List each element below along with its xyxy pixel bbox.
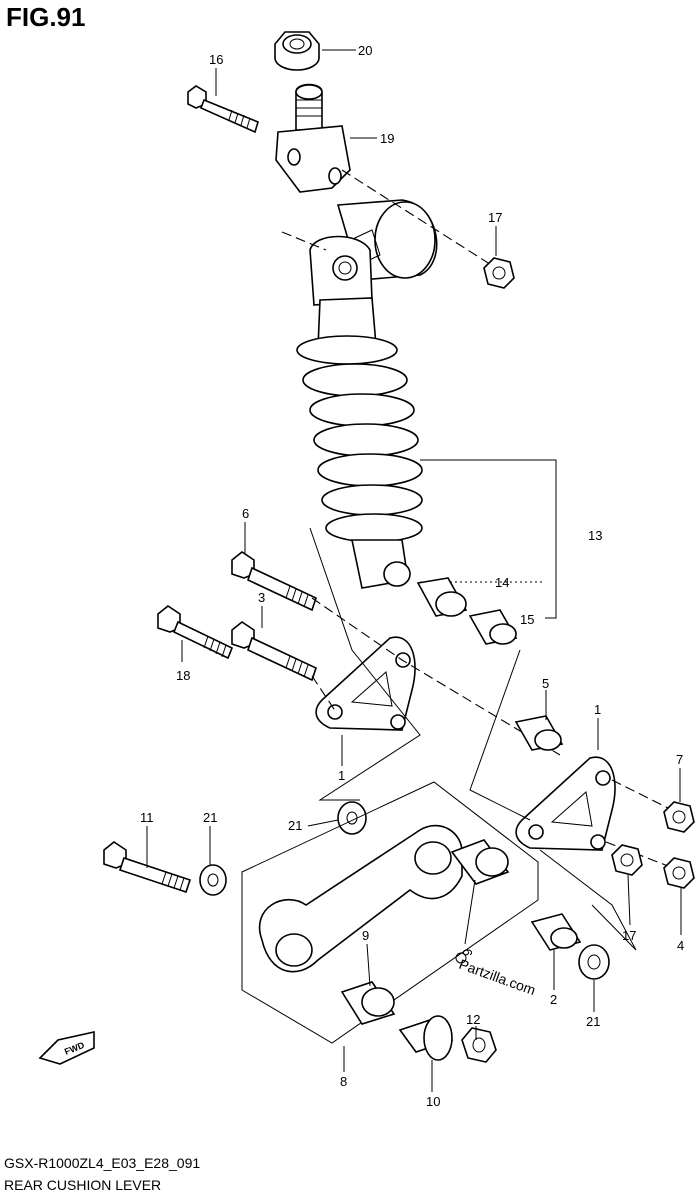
callout-4: 4 [677,938,684,953]
callout-20: 20 [358,43,372,58]
callout-7: 7 [676,752,683,767]
callout-3: 3 [258,590,265,605]
callout-16: 16 [209,52,223,67]
bushing-14[interactable] [416,577,468,617]
callout-15: 15 [520,612,534,627]
callout-21-right: 21 [586,1014,600,1029]
guide-line [311,675,337,713]
shock-spring[interactable] [296,335,423,543]
link-arm-8[interactable] [258,824,463,973]
shock-top-eye[interactable] [309,235,377,349]
collar-5[interactable] [514,715,564,751]
nut-20[interactable] [274,31,320,71]
callout-9-right: 9 [460,949,475,956]
bolt-11[interactable] [103,841,192,894]
callout-17-lower: 17 [622,928,636,943]
callout-17: 17 [488,210,502,225]
washer-21-left[interactable] [199,864,227,896]
guide-line [611,779,669,809]
nut-4[interactable] [663,857,695,889]
washer-21-right[interactable] [578,944,610,980]
callout-13: 13 [588,528,602,543]
link-outline-8 [241,781,539,1044]
callout-11: 11 [140,810,154,825]
callout-21-left: 21 [203,810,217,825]
callout-1-left: 1 [338,768,345,783]
callout-6: 6 [242,506,249,521]
copyright-icon [455,952,467,964]
bolt-3[interactable] [231,621,317,682]
washer-21-center[interactable] [337,801,367,835]
clevis-19[interactable] [275,83,351,193]
callout-8: 8 [340,1074,347,1089]
nut-17-lower[interactable] [611,844,643,876]
callout-1-right: 1 [594,702,601,717]
figure-title: FIG.91 [6,2,86,32]
bearing-9-left[interactable] [340,981,396,1025]
callout-2: 2 [550,992,557,1007]
plate-1-left[interactable] [315,636,416,731]
nut-12[interactable] [461,1027,497,1063]
section-name: REAR CUSHION LEVER [4,1177,162,1193]
guide-line [341,169,497,269]
bolt-18[interactable] [157,605,234,660]
fwd-arrow: FWD [38,1031,95,1065]
bearing-9-right[interactable] [450,839,510,885]
bolt-6[interactable] [231,551,317,612]
shock-lower-eye[interactable] [351,539,411,589]
outline [539,849,637,951]
callout-5: 5 [542,676,549,691]
guide-line [281,231,327,251]
callout-21-center: 21 [288,818,302,833]
callout-12: 12 [466,1012,480,1027]
outline [309,527,421,801]
model-code: GSX-R1000ZL4_E03_E28_091 [4,1155,201,1171]
collar-2[interactable] [530,913,582,951]
nut-17-upper[interactable] [483,257,515,289]
callout-18: 18 [176,668,190,683]
guide-line [311,597,561,756]
nut-7[interactable] [663,801,695,833]
watermark: Partzilla.com [457,956,538,998]
callout-19: 19 [380,131,394,146]
callout-14: 14 [495,575,509,590]
outline [469,649,531,821]
bolt-16[interactable] [187,85,259,134]
callout-bracket-13 [420,459,557,619]
callout-labels: 20 16 19 17 13 14 15 6 3 18 5 1 1 7 21 1… [140,43,684,1109]
collar-15[interactable] [468,609,518,645]
plate-1-right[interactable] [515,756,616,851]
bolt-10[interactable] [398,1015,454,1061]
callout-10: 10 [426,1094,440,1109]
callout-9-left: 9 [362,928,369,943]
leader-lines [146,49,682,1092]
